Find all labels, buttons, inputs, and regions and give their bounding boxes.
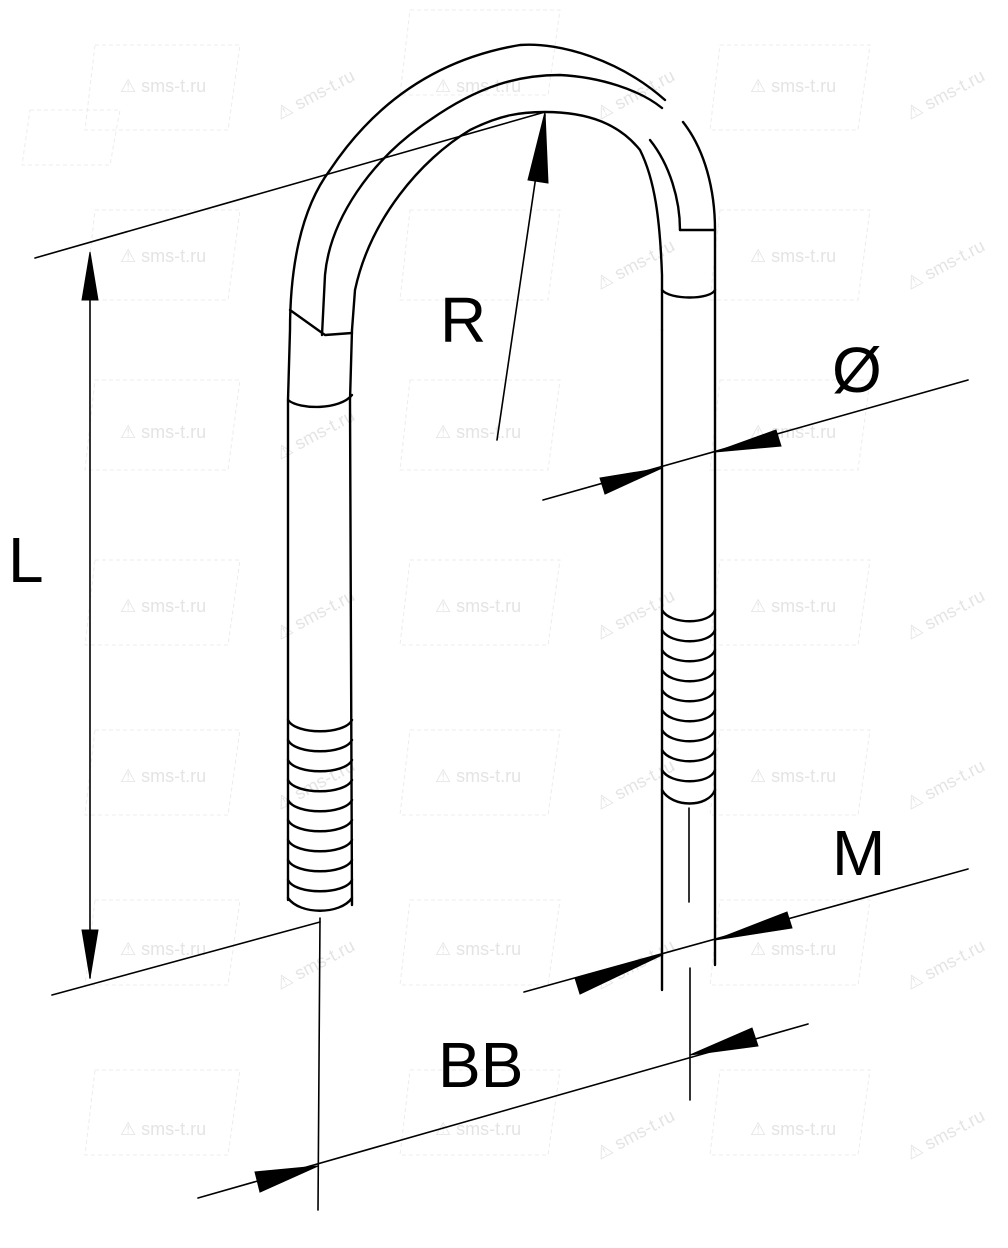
svg-text:⚠ sms-t.ru: ⚠ sms-t.ru xyxy=(120,422,206,442)
diameter-label: Ø xyxy=(832,334,882,406)
svg-text:⚠ sms-t.ru: ⚠ sms-t.ru xyxy=(750,246,836,266)
dimension-length: L xyxy=(8,111,546,996)
svg-text:⚠ sms-t.ru: ⚠ sms-t.ru xyxy=(120,76,206,96)
centerlines xyxy=(317,807,691,1211)
svg-text:⚠ sms-t.ru: ⚠ sms-t.ru xyxy=(272,585,357,643)
dimension-width: BB xyxy=(197,1023,809,1199)
svg-text:⚠ sms-t.ru: ⚠ sms-t.ru xyxy=(902,585,987,643)
svg-text:⚠ sms-t.ru: ⚠ sms-t.ru xyxy=(592,235,677,293)
svg-text:⚠ sms-t.ru: ⚠ sms-t.ru xyxy=(592,1105,677,1163)
dimension-diameter: Ø xyxy=(542,334,969,501)
svg-text:⚠ sms-t.ru: ⚠ sms-t.ru xyxy=(902,65,987,123)
dimension-thread: M xyxy=(523,817,969,995)
right-thread xyxy=(660,608,717,805)
svg-text:⚠ sms-t.ru: ⚠ sms-t.ru xyxy=(435,596,521,616)
svg-text:⚠ sms-t.ru: ⚠ sms-t.ru xyxy=(272,65,357,123)
svg-text:⚠ sms-t.ru: ⚠ sms-t.ru xyxy=(272,755,357,813)
svg-text:⚠ sms-t.ru: ⚠ sms-t.ru xyxy=(592,65,677,123)
dimension-radius: R xyxy=(440,111,549,441)
svg-text:⚠ sms-t.ru: ⚠ sms-t.ru xyxy=(272,935,357,993)
svg-text:⚠ sms-t.ru: ⚠ sms-t.ru xyxy=(435,422,521,442)
svg-text:⚠ sms-t.ru: ⚠ sms-t.ru xyxy=(435,939,521,959)
svg-text:⚠ sms-t.ru: ⚠ sms-t.ru xyxy=(272,405,357,463)
svg-text:⚠ sms-t.ru: ⚠ sms-t.ru xyxy=(902,935,987,993)
svg-text:⚠ sms-t.ru: ⚠ sms-t.ru xyxy=(750,596,836,616)
svg-text:⚠ sms-t.ru: ⚠ sms-t.ru xyxy=(750,1119,836,1139)
svg-text:⚠ sms-t.ru: ⚠ sms-t.ru xyxy=(592,755,677,813)
svg-text:⚠ sms-t.ru: ⚠ sms-t.ru xyxy=(902,755,987,813)
u-bolt-body xyxy=(286,43,717,992)
svg-text:⚠ sms-t.ru: ⚠ sms-t.ru xyxy=(120,939,206,959)
width-label: BB xyxy=(438,1029,523,1101)
svg-text:⚠ sms-t.ru: ⚠ sms-t.ru xyxy=(435,1119,521,1139)
left-thread xyxy=(286,718,354,912)
svg-text:⚠ sms-t.ru: ⚠ sms-t.ru xyxy=(750,76,836,96)
radius-label: R xyxy=(440,284,486,356)
thread-label: M xyxy=(832,817,885,889)
svg-text:⚠ sms-t.ru: ⚠ sms-t.ru xyxy=(435,76,521,96)
svg-text:⚠ sms-t.ru: ⚠ sms-t.ru xyxy=(750,766,836,786)
length-label: L xyxy=(8,524,44,596)
svg-text:⚠ sms-t.ru: ⚠ sms-t.ru xyxy=(435,766,521,786)
watermark-pattern: ⚠ sms-t.ru ⚠ sms-t.ru ⚠ sms-t.ru ⚠ sms-t… xyxy=(21,9,988,1164)
svg-text:⚠ sms-t.ru: ⚠ sms-t.ru xyxy=(750,939,836,959)
svg-text:⚠ sms-t.ru: ⚠ sms-t.ru xyxy=(120,246,206,266)
svg-text:⚠ sms-t.ru: ⚠ sms-t.ru xyxy=(120,596,206,616)
svg-text:⚠ sms-t.ru: ⚠ sms-t.ru xyxy=(902,1105,987,1163)
svg-text:⚠ sms-t.ru: ⚠ sms-t.ru xyxy=(120,1119,206,1139)
svg-text:⚠ sms-t.ru: ⚠ sms-t.ru xyxy=(120,766,206,786)
svg-text:⚠ sms-t.ru: ⚠ sms-t.ru xyxy=(902,235,987,293)
